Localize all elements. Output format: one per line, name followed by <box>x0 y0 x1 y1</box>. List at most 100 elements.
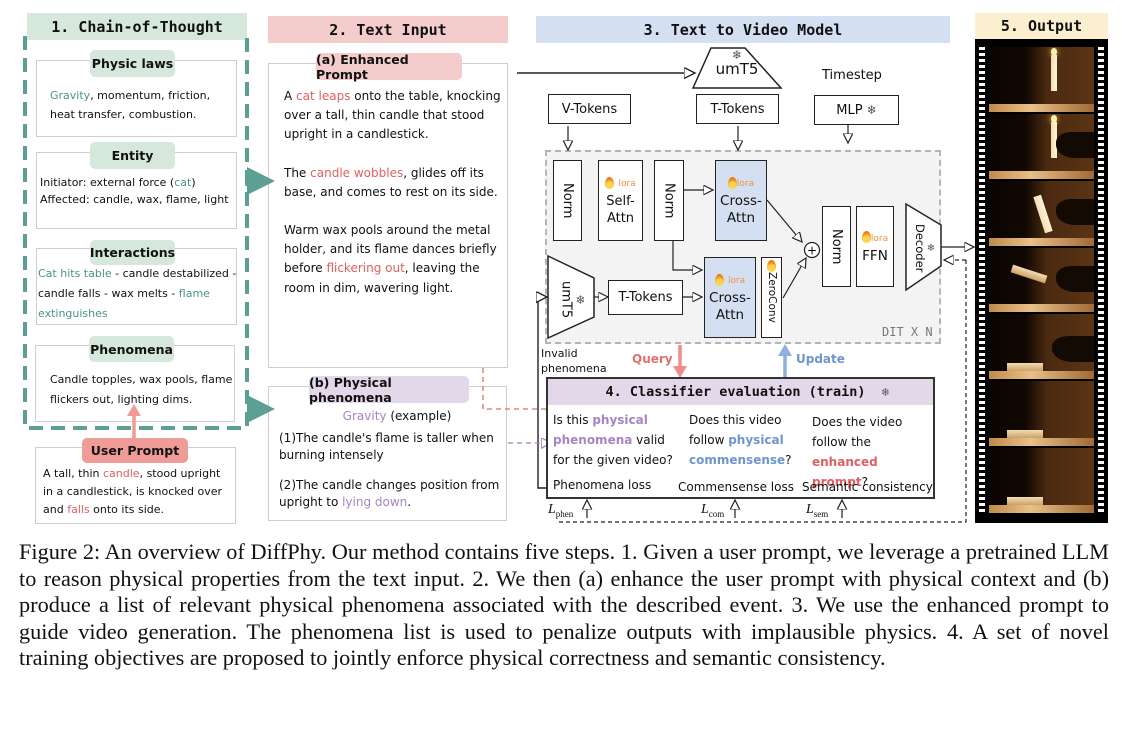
candle <box>1007 496 1043 505</box>
physic-laws-text: Gravity, momentum, friction, heat transf… <box>50 86 230 124</box>
norm3-box: Norm <box>822 206 851 287</box>
mlp-box: MLP ❄ <box>814 95 899 125</box>
arrow-crossattn1-to-plus <box>766 199 802 242</box>
umt5-top-shape <box>691 47 783 89</box>
flame-icon <box>767 260 776 272</box>
physic-laws-highlight: Gravity <box>50 89 91 102</box>
physical-phenomena-text: Gravity (example) (1)The candle's flame … <box>279 408 505 512</box>
phenomena-title: Phenomena <box>89 336 174 362</box>
entity-initiator: Initiator: external force (cat) <box>40 176 196 189</box>
l-sem-symbol: Lsem <box>806 502 829 519</box>
update-label: Update <box>796 352 845 366</box>
table-surface <box>989 304 1094 313</box>
flame-icon <box>861 231 871 243</box>
candle <box>1007 363 1043 372</box>
user-prompt-title: User Prompt <box>82 438 188 463</box>
phenomena-law: Gravity (example) <box>342 409 452 423</box>
plus-node <box>803 241 821 259</box>
phenomena-text: Candle topples, wax pools, flame flicker… <box>50 373 233 406</box>
enhanced-prompt-para-1: A cat leaps onto the table, knocking ove… <box>284 89 501 142</box>
enhanced-prompt-para-2: The candle wobbles, glides off its base,… <box>284 165 498 199</box>
arrow-update-head <box>778 344 792 356</box>
entity-affected: Affected: candle, wax, flame, light <box>40 193 229 206</box>
candle <box>1007 430 1043 439</box>
cot-frame-line <box>23 36 249 430</box>
table-surface <box>989 103 1094 112</box>
enhanced-prompt-title: (a) Enhanced Prompt <box>316 52 462 82</box>
section-header-t2v: 3. Text to Video Model <box>536 16 950 43</box>
entity-title: Entity <box>90 142 175 169</box>
film-perforation-left <box>979 47 985 515</box>
physical-phenomena-title: (b) Physical phenomena <box>309 375 469 405</box>
entity-text: Initiator: external force (cat) Affected… <box>40 174 240 208</box>
interactions-title: Interactions <box>90 240 175 265</box>
arrow-norm-to-crossattn2 <box>672 240 702 270</box>
classifier-q3: Does the video follow the enhanced promp… <box>812 415 903 489</box>
video-frame <box>989 247 1094 315</box>
l-com-symbol: Lcom <box>701 502 725 519</box>
phenomena-item-2: (2)The candle changes position from upri… <box>279 477 500 510</box>
cross-attn2-box: lora Cross- Attn <box>704 257 756 338</box>
candle <box>1051 55 1057 91</box>
interactions-text: Cat hits table - candle destabilized - c… <box>38 267 237 320</box>
l-phen-symbol: Lphen <box>548 502 574 519</box>
cross-attn1-box: lora Cross- Attn <box>715 160 767 241</box>
t-tokens-top-box: T-Tokens <box>696 94 779 124</box>
snowflake-icon: ❄ <box>575 293 586 307</box>
table-surface <box>989 504 1094 513</box>
loss-phenomena: Phenomena loss <box>553 478 652 492</box>
ffn-box: lora FFN <box>856 206 894 287</box>
arrow-output-to-decoder-dashed <box>558 260 967 523</box>
user-prompt-text: A tall, thin candle, stood upright in a … <box>43 467 222 516</box>
enhanced-prompt-para-3: Warm wax pools around the metal holder, … <box>284 223 497 295</box>
loss-semantic: Semantic consistency <box>802 480 933 494</box>
snowflake-icon: ❄ <box>881 385 889 399</box>
video-frame <box>989 381 1094 449</box>
video-frame <box>989 180 1094 248</box>
classifier-header: 4. Classifier evaluation (train) ❄ <box>548 379 933 405</box>
lora-badge: lora <box>605 174 636 193</box>
output-filmstrip <box>975 39 1108 523</box>
physical-phenomena-card <box>268 386 507 521</box>
table-surface <box>989 438 1094 447</box>
candle <box>1051 121 1057 158</box>
snowflake-icon: ❄ <box>866 102 877 117</box>
video-frame <box>989 314 1094 382</box>
classifier-q2: Does this video follow physical commense… <box>689 413 792 467</box>
section-header-output: 5. Output <box>975 13 1108 39</box>
decoder-label: Decoder ❄ <box>912 223 936 273</box>
decoder-shape <box>905 202 942 292</box>
norm2-box: Norm <box>654 160 684 241</box>
timestep-label: Timestep <box>822 68 882 83</box>
video-frame <box>989 448 1094 515</box>
film-perforation-right <box>1098 47 1104 515</box>
flame-icon <box>727 176 737 189</box>
classifier-q1: Is this physical phenomena valid for the… <box>553 413 673 467</box>
candle <box>1010 264 1048 283</box>
flame-icon <box>1051 114 1057 123</box>
flame-icon <box>1051 48 1057 56</box>
zeroconv-box: ZeroConv <box>761 257 782 338</box>
cat-silhouette <box>1052 336 1094 363</box>
physic-laws-rest: , momentum, friction, heat transfer, com… <box>50 89 211 121</box>
dit-label: DIT X N <box>882 325 933 339</box>
arrow-zeroconv-to-plus <box>782 258 806 299</box>
figure-caption: Figure 2: An overview of DiffPhy. Our me… <box>19 539 1109 670</box>
snowflake-icon: ❄ <box>926 242 936 254</box>
self-attn-box: lora Self- Attn <box>598 160 643 241</box>
umt5-side-shape <box>547 254 595 340</box>
cat-silhouette <box>1056 131 1094 158</box>
table-surface <box>989 170 1094 179</box>
v-tokens-box: V-Tokens <box>548 94 631 124</box>
cat-silhouette <box>1056 265 1094 292</box>
arrow-cot-to-enhanced <box>245 167 275 195</box>
table-surface <box>989 371 1094 380</box>
phenomena-item-1: (1)The candle's flame is taller when bur… <box>279 430 494 463</box>
table-surface <box>989 237 1094 246</box>
video-frame <box>989 113 1094 181</box>
section-header-text-input: 2. Text Input <box>268 16 508 43</box>
flame-icon <box>605 176 615 189</box>
candle <box>1033 194 1053 234</box>
loss-commensense: Commensense loss <box>678 480 794 494</box>
